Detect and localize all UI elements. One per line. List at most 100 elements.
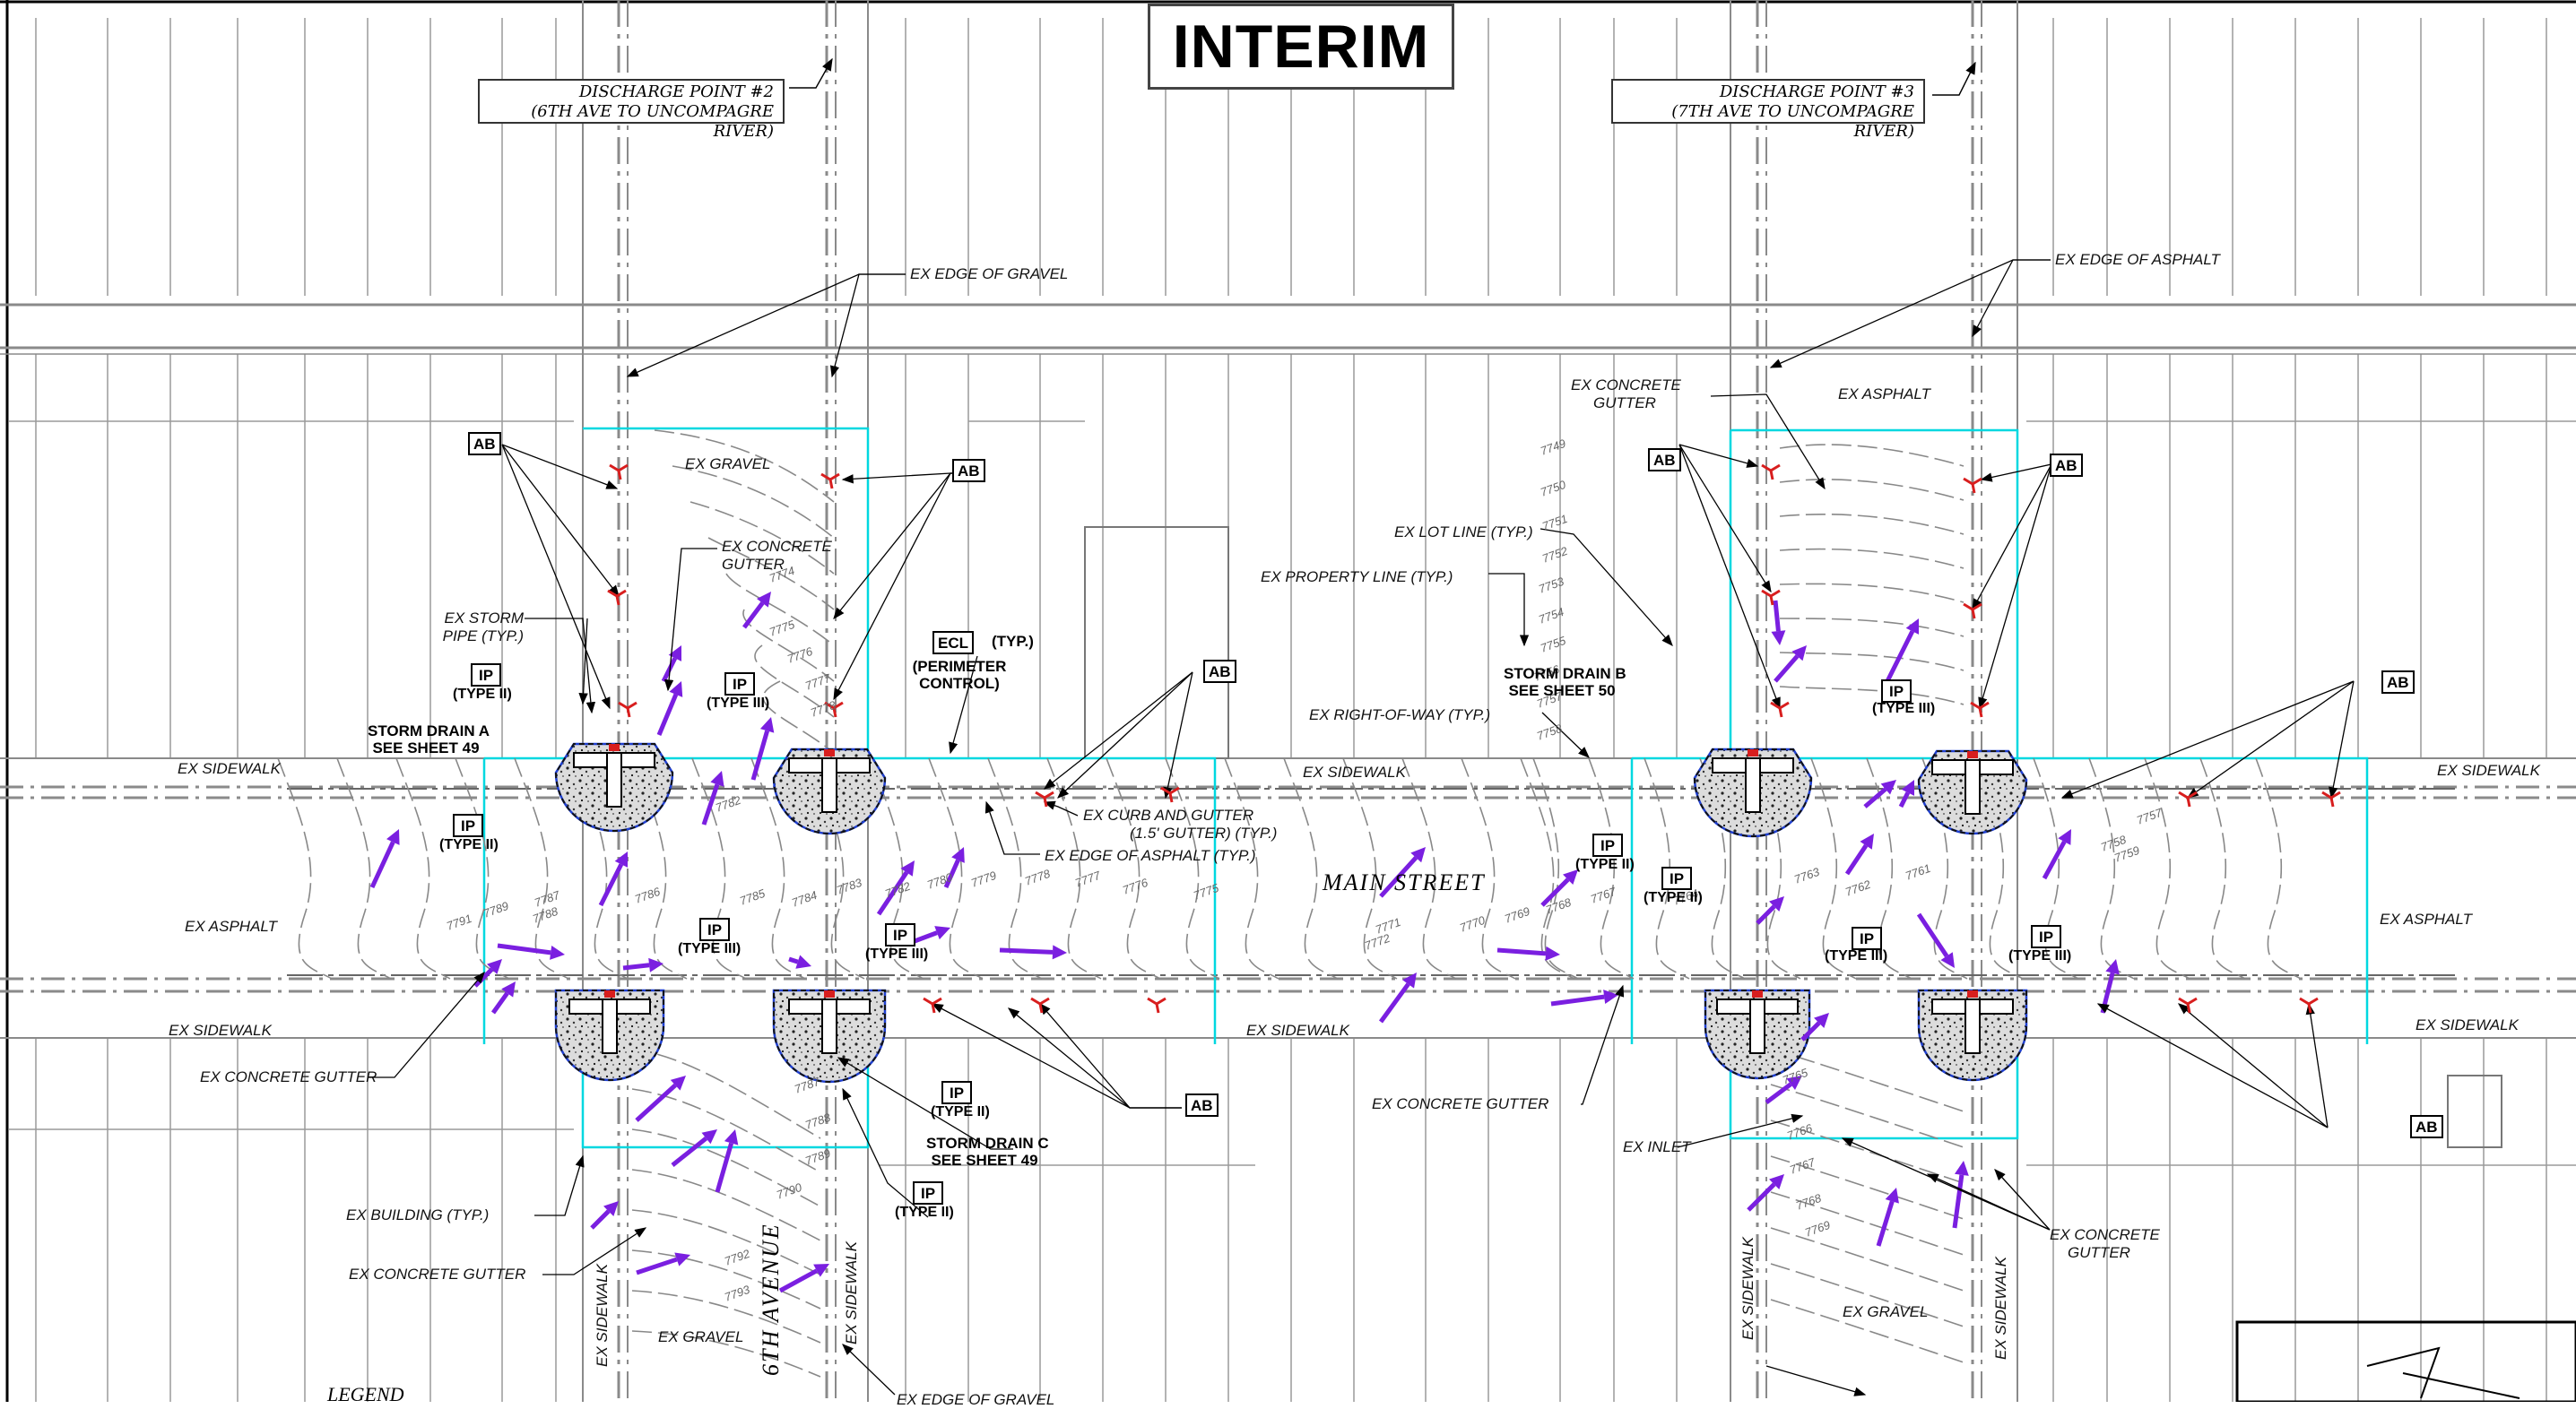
ab-tag: AB (1185, 1093, 1219, 1117)
contour-line (750, 757, 806, 980)
discharge-point-2-line1: DISCHARGE POINT #2 (578, 82, 774, 101)
contour-line (1770, 1119, 1965, 1184)
label-ex-concrete-br: EX CONCRETE (2050, 1226, 2160, 1243)
storm-drain-a-line1: STORM DRAIN A (368, 722, 490, 739)
ab-mark (1970, 701, 1990, 718)
disturbance-limits (482, 427, 2369, 1149)
label-ex-sidewalk-v3: EX SIDEWALK (1739, 1237, 1756, 1340)
inlet-grate (1967, 751, 1978, 758)
flow-arrow-shaft (1550, 994, 1605, 1007)
flow-arrow-shaft (750, 730, 770, 781)
contour-line (1810, 757, 1857, 980)
flow-arrow-shaft (876, 870, 909, 916)
flow-arrow-head (1410, 847, 1426, 863)
inlet-cross-v (1965, 759, 1981, 815)
flow-arrow-head (2058, 829, 2071, 845)
flow-arrow-head (670, 1076, 686, 1091)
contour-line (631, 1048, 821, 1139)
contour-label: 7786 (633, 885, 663, 906)
label-ex-gravel-2: EX GRAVEL (658, 1328, 744, 1345)
ip-tag: IP (1592, 834, 1623, 857)
flow-arrow-head (1814, 1013, 1829, 1028)
label-ex-concrete-gutter-left: EX CONCRETE GUTTER (200, 1068, 377, 1085)
contour-line (987, 757, 1043, 980)
ab-mark (2178, 791, 2198, 808)
ab-mark (2178, 997, 2198, 1014)
discharge-point-3-box: DISCHARGE POINT #3 (7TH AVE TO UNCOMPAGR… (1611, 79, 1925, 141)
contour-line (1779, 686, 1965, 705)
lot-lines (9, 18, 2576, 1402)
contour-line (1866, 757, 1912, 980)
leader-line (842, 1344, 896, 1396)
contour-label: 7755 (1539, 634, 1568, 655)
inlet-protection-area (1917, 749, 2028, 835)
flow-arrow-shaft (1378, 982, 1410, 1024)
label-ex-sidewalk-4: EX SIDEWALK (169, 1022, 272, 1039)
contour-line (1779, 444, 1965, 467)
flow-arrow-head (614, 851, 628, 868)
contour-label: 7752 (1540, 544, 1570, 566)
ab-mark (820, 472, 840, 489)
flow-arrow-shaft (1844, 843, 1869, 876)
ab-mark (1030, 997, 1050, 1014)
contour-label: 7788 (531, 904, 560, 926)
inlet-grate (824, 990, 835, 998)
label-ex-edge-asphalt-typ: EX EDGE OF ASPHALT (TYP.) (1045, 847, 1256, 864)
ip-tag: IP (941, 1081, 972, 1104)
ip-tag: IP (885, 923, 915, 947)
flow-arrow-shaft (788, 956, 799, 964)
label-ex-asphalt-right: EX ASPHALT (2380, 911, 2472, 928)
flow-arrow-shaft (943, 859, 960, 889)
label-ex-inlet: EX INLET (1623, 1138, 1691, 1155)
contour-line (1779, 652, 1965, 671)
inlet-cross-v (1745, 757, 1761, 813)
ip-tag: IP (453, 814, 483, 837)
label-ex-gravel-3: EX GRAVEL (1843, 1303, 1929, 1320)
ip-tag-type: (TYPE III) (2008, 948, 2072, 964)
storm-drain-c-line1: STORM DRAIN C (926, 1135, 1049, 1152)
flow-arrow-head (1791, 645, 1807, 661)
contour-line (1770, 1084, 1965, 1148)
leader-line (1926, 1173, 2051, 1231)
ab-mark (1761, 463, 1781, 480)
flow-arrow-head (795, 955, 811, 969)
leader-line (578, 618, 588, 705)
label-ex-curb-gutter-1: EX CURB AND GUTTER (1083, 807, 1254, 824)
leader-lines (368, 259, 2355, 1396)
ecl-perimeter-label: (PERIMETER CONTROL) (906, 658, 1013, 692)
inlet-protection-area (1693, 748, 1813, 838)
label-gutter-a: GUTTER (722, 556, 785, 573)
flow-arrow-shaft (914, 930, 938, 944)
label-ex-concrete-gutter-mid: EX CONCRETE GUTTER (1372, 1095, 1549, 1112)
contour-line (654, 429, 835, 503)
label-ex-concrete-gutter-a: EX CONCRETE GUTTER (722, 538, 832, 574)
contour-label: 7788 (803, 1111, 833, 1132)
contour-line (1779, 479, 1965, 501)
flow-arrow-head (757, 592, 771, 608)
contour-line (707, 537, 835, 610)
ecl-perimeter-line1: (PERIMETER (912, 658, 1007, 675)
leader-line (1765, 1365, 1867, 1396)
inlet-cross-v (1749, 998, 1765, 1054)
ab-tag: AB (1203, 660, 1236, 683)
label-ex-concrete-gutter-b: EX CONCRETE GUTTER (1571, 376, 1681, 412)
label-ex-asphalt-top: EX ASPHALT (1838, 385, 1930, 402)
contour-line (869, 757, 924, 980)
leader-line (1994, 1169, 2051, 1231)
leader-line (534, 1154, 585, 1216)
ip-tag: IP (724, 672, 755, 696)
contour-line (631, 1290, 821, 1344)
label-ex-sidewalk-5: EX SIDEWALK (1246, 1022, 1349, 1039)
flow-arrow-shaft (1885, 630, 1915, 683)
flow-arrow-head (674, 1252, 690, 1266)
flow-arrow-head (724, 1129, 739, 1145)
contour-label: 7775 (768, 618, 797, 639)
contour-line (1283, 757, 1339, 980)
inlet-outline (555, 990, 664, 1081)
flow-arrow-head (813, 1264, 829, 1277)
label-ex-gravel-1: EX GRAVEL (685, 455, 771, 472)
main-street-label: MAIN STREET (1323, 869, 1486, 895)
ab-mark (824, 701, 844, 718)
contour-label: 7782 (714, 793, 743, 815)
inlet-grate (1967, 990, 1978, 998)
